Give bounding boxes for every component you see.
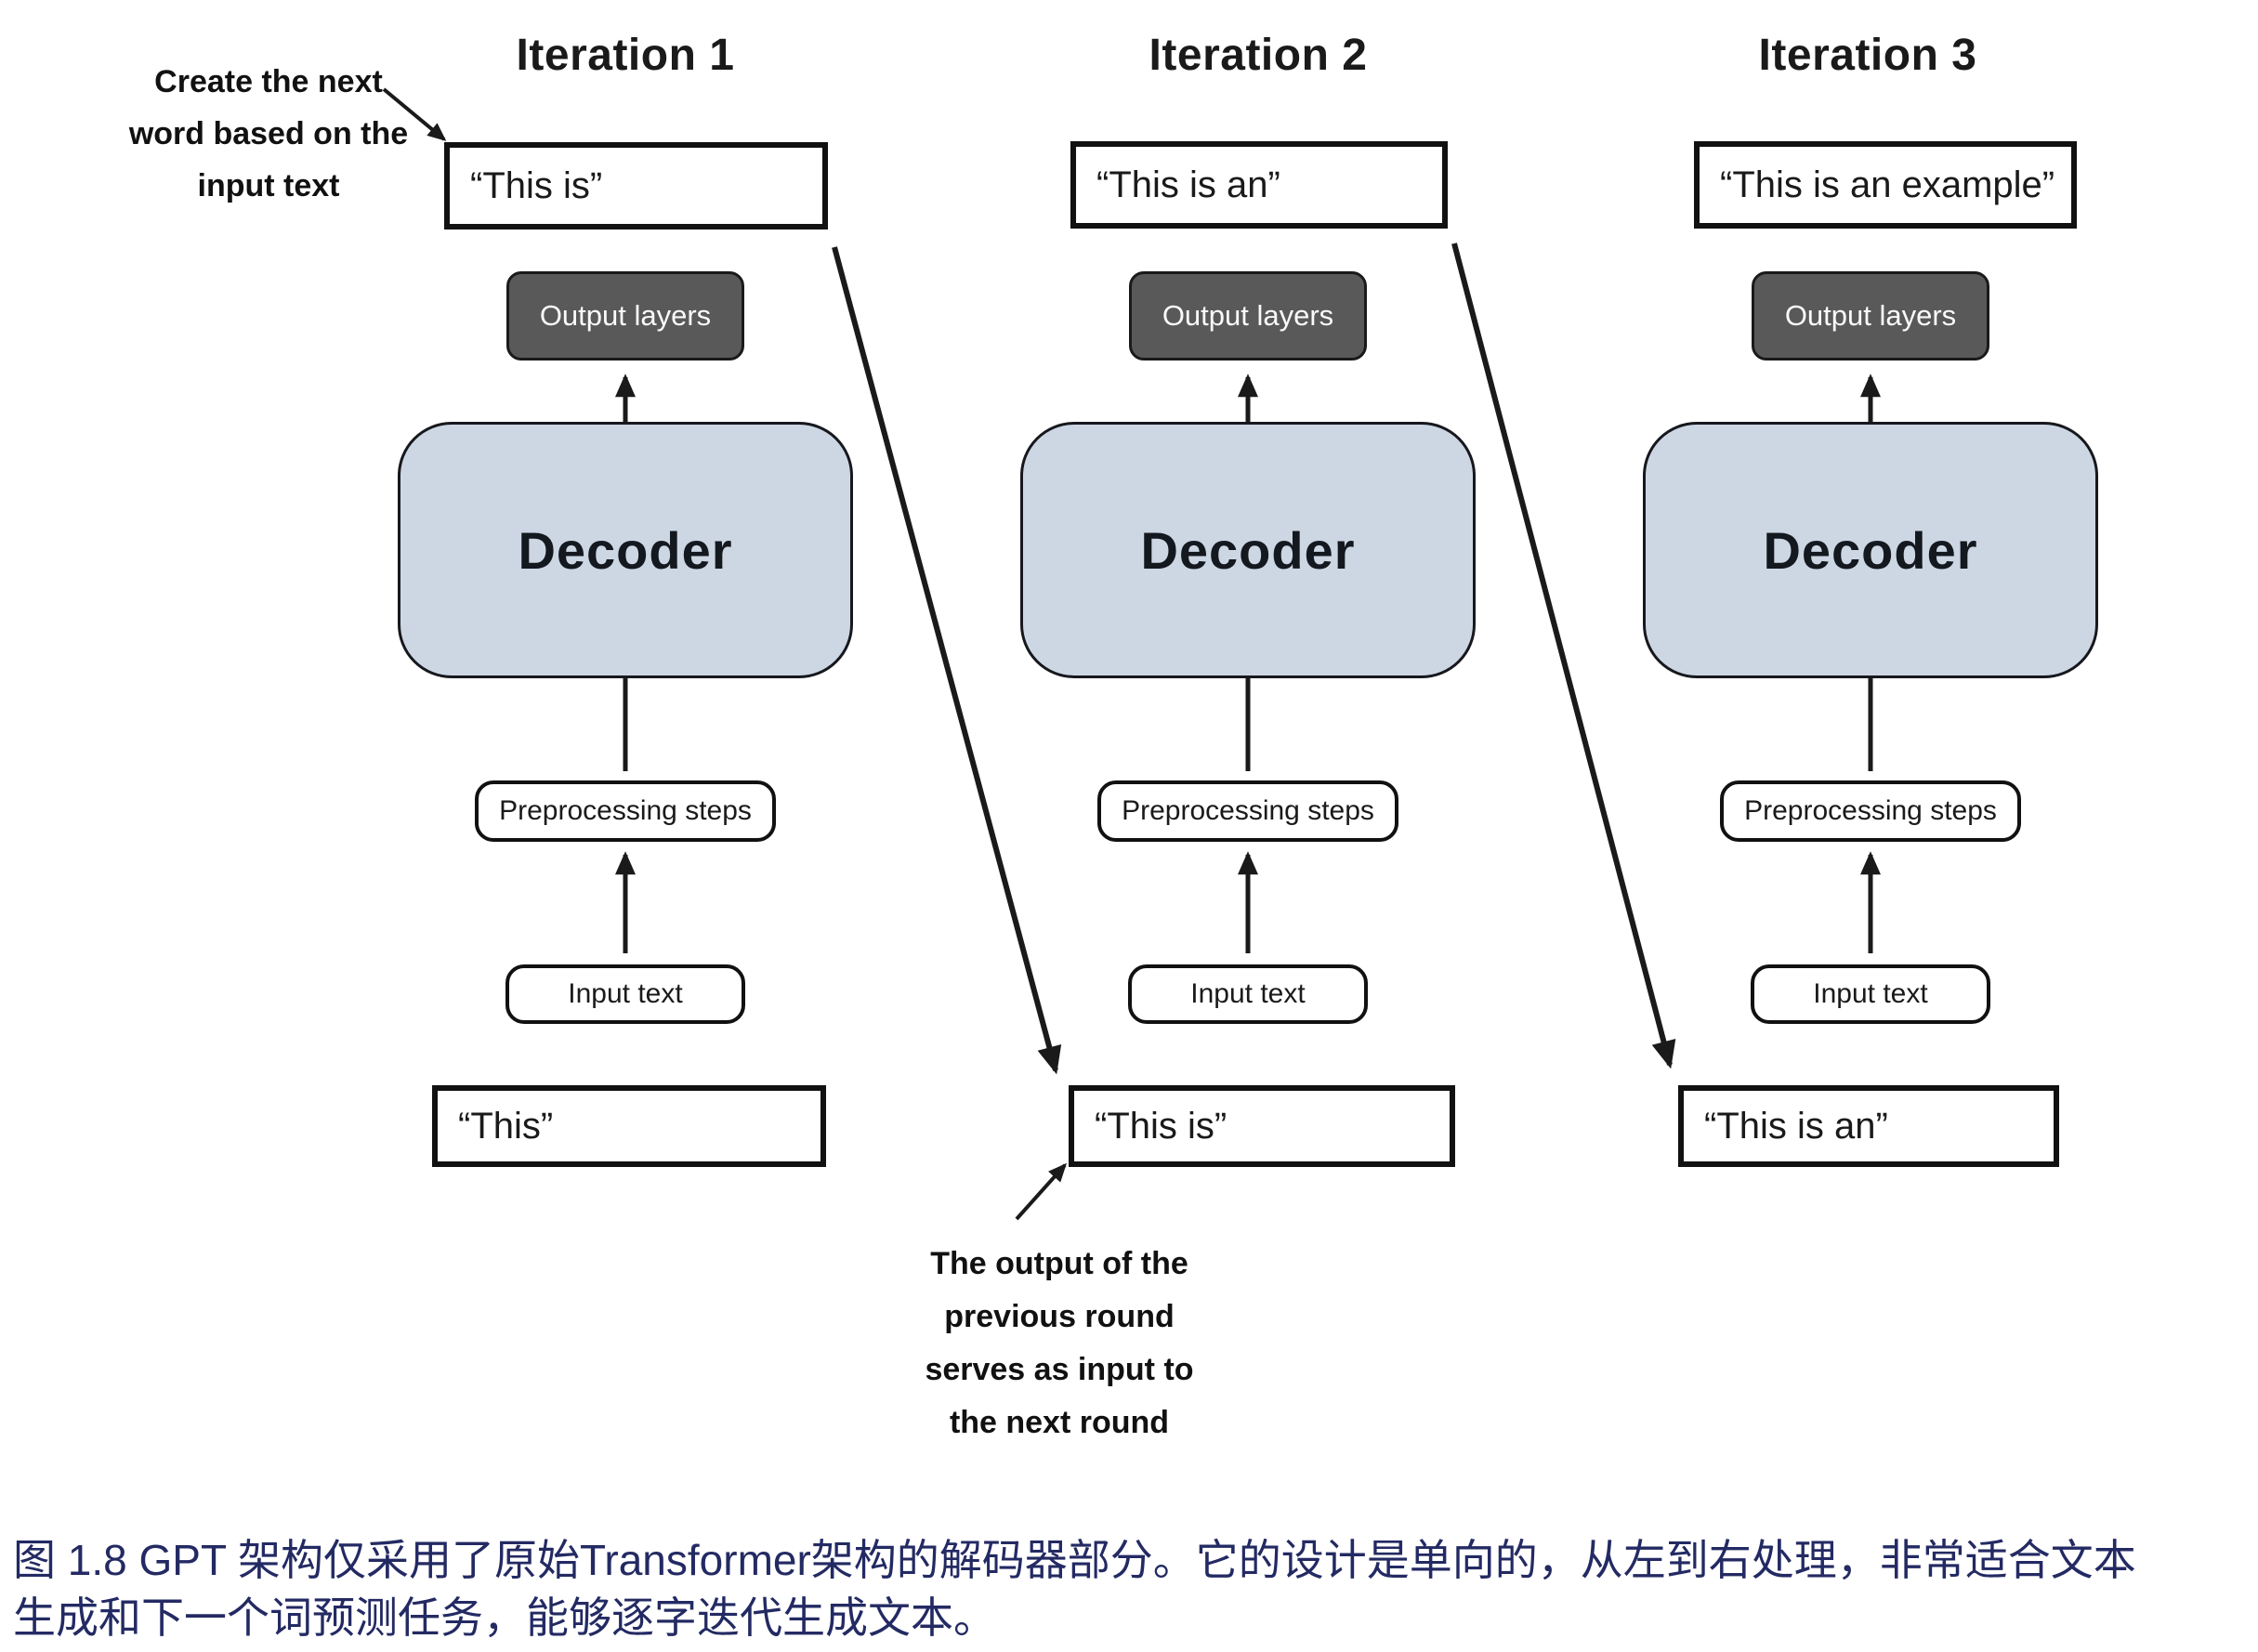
iteration-2-decoder-box: Decoder — [1020, 422, 1476, 678]
iteration-2-input-text-box: Input text — [1128, 964, 1368, 1024]
annotation-line: The output of the — [930, 1246, 1188, 1281]
input-string: “This is an” — [1704, 1105, 1888, 1147]
iteration-1-preprocessing-box: Preprocessing steps — [475, 780, 776, 842]
iteration-1-decoder-box: Decoder — [398, 422, 853, 678]
caption-line-2: 生成和下一个词预测任务，能够逐字迭代生成文本。 — [13, 1593, 996, 1642]
output-text: “This is an example” — [1720, 164, 2055, 205]
preprocessing-label: Preprocessing steps — [499, 795, 752, 826]
input-string: “This” — [458, 1105, 554, 1147]
caption-line-1: 图 1.8 GPT 架构仅采用了原始Transformer架构的解码器部分。它的… — [13, 1536, 2136, 1584]
annotation-output-previous-round: The output of the previous round serves … — [855, 1238, 1264, 1449]
iteration-2-output-text-box: “This is an” — [1070, 141, 1448, 229]
iteration-3-preprocessing-box: Preprocessing steps — [1720, 780, 2021, 842]
annotation-line: Create the next — [154, 64, 383, 99]
preprocessing-label: Preprocessing steps — [1122, 795, 1374, 826]
iteration-2-title: Iteration 2 — [1149, 31, 1368, 80]
iteration-2-output-layers-box: Output layers — [1129, 271, 1367, 361]
iteration-3-output-layers-box: Output layers — [1752, 271, 1989, 361]
iteration-3-title: Iteration 3 — [1758, 31, 1977, 80]
arrow-output2-to-input3 — [1451, 243, 1676, 1069]
iteration-1-output-layers-box: Output layers — [506, 271, 744, 361]
iteration-3-decoder-box: Decoder — [1643, 422, 2098, 678]
decoder-label: Decoder — [1140, 520, 1356, 580]
iteration-3-input-text-box: Input text — [1751, 964, 1990, 1024]
input-text-label: Input text — [568, 978, 683, 1009]
iteration-3-input-string-box: “This is an” — [1678, 1085, 2059, 1167]
output-layers-label: Output layers — [1162, 299, 1334, 332]
iteration-3-output-text-box: “This is an example” — [1694, 141, 2077, 229]
figure-caption: 图 1.8 GPT 架构仅采用了原始Transformer架构的解码器部分。它的… — [13, 1531, 2251, 1646]
preprocessing-label: Preprocessing steps — [1744, 795, 1997, 826]
input-text-label: Input text — [1813, 978, 1928, 1009]
iteration-2-preprocessing-box: Preprocessing steps — [1097, 780, 1398, 842]
annotation-line: the next round — [949, 1405, 1170, 1440]
iteration-1-title: Iteration 1 — [516, 31, 735, 80]
output-layers-label: Output layers — [1784, 299, 1957, 332]
input-string: “This is” — [1095, 1105, 1227, 1147]
arrow-output1-to-input2 — [832, 246, 1062, 1075]
iteration-1-output-text-box: “This is” — [444, 142, 828, 229]
annotation-line: word based on the — [128, 116, 409, 151]
annotation-line: previous round — [944, 1299, 1175, 1334]
iteration-1-input-text-box: Input text — [505, 964, 745, 1024]
input-text-label: Input text — [1190, 978, 1306, 1009]
output-layers-label: Output layers — [539, 299, 712, 332]
iteration-2-input-string-box: “This is” — [1069, 1085, 1455, 1167]
annotation-line: input text — [197, 168, 340, 203]
iteration-1-input-string-box: “This” — [432, 1085, 826, 1167]
decoder-label: Decoder — [518, 520, 733, 580]
output-text: “This is” — [470, 164, 603, 206]
decoder-label: Decoder — [1763, 520, 1978, 580]
arrow-annotation-output-previous — [1015, 1162, 1068, 1221]
output-text: “This is an” — [1096, 164, 1280, 205]
annotation-line: serves as input to — [925, 1352, 1194, 1387]
annotation-create-next-word: Create the next word based on the input … — [83, 56, 454, 212]
